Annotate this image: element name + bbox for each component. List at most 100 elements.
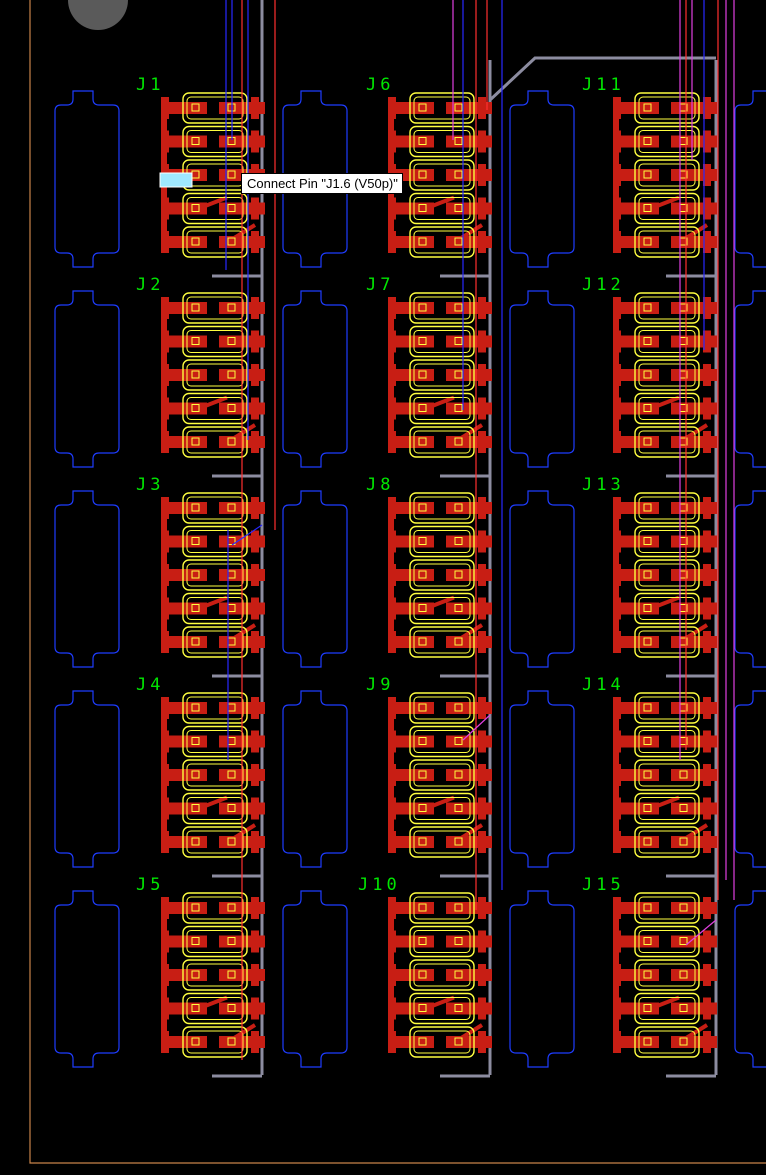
pin-marker — [418, 303, 427, 312]
pin-housing-outline — [634, 692, 700, 724]
pin-housing-inner — [186, 130, 244, 153]
pin-housing-outline — [409, 426, 475, 458]
copper-pad-tab — [478, 1031, 486, 1053]
pin-marker — [191, 237, 200, 246]
pin-marker — [679, 770, 688, 779]
pin-marker — [227, 903, 236, 912]
pin-housing-outline — [409, 892, 475, 924]
pin-housing-inner — [638, 530, 696, 553]
keepout-cutout — [509, 490, 575, 668]
copper-pad-tab — [478, 597, 486, 620]
copper-pad-tab — [703, 997, 711, 1020]
pin-housing-inner — [413, 363, 471, 387]
pin-housing-inner — [413, 130, 471, 153]
connector-silkscreen — [409, 92, 475, 258]
pin-marker — [454, 703, 463, 712]
power-bus-trace — [488, 56, 716, 102]
pin-housing-outline — [634, 125, 700, 158]
copper-pad-tab — [251, 330, 259, 353]
copper-pad-tab — [478, 631, 486, 653]
pin-marker — [418, 970, 427, 979]
keepout-cutout — [734, 90, 766, 268]
connector-ref-j14: J14 — [582, 675, 625, 695]
copper-trace — [613, 903, 619, 1047]
connector-silkscreen — [182, 492, 248, 658]
pin-housing-outline — [409, 759, 475, 791]
pin-marker — [454, 337, 463, 345]
pin-housing-outline — [634, 359, 700, 391]
pin-housing-inner — [413, 930, 471, 953]
pin-housing-outline — [634, 792, 700, 825]
pin-marker — [418, 537, 427, 545]
pin-marker — [679, 804, 688, 812]
pin-housing-outline — [182, 492, 248, 524]
pin-marker — [418, 937, 427, 945]
pin-marker — [643, 303, 652, 312]
pin-marker — [418, 604, 427, 612]
connector-ref-j12: J12 — [582, 275, 625, 295]
pin-marker — [191, 337, 200, 345]
connector-footprint — [388, 497, 492, 653]
pin-housing-outline — [409, 626, 475, 658]
pin-housing-inner — [413, 397, 471, 420]
copper-pad-tab — [251, 764, 259, 786]
pin-housing-inner — [638, 230, 696, 254]
copper-pad-tab — [251, 197, 259, 220]
pin-marker — [418, 770, 427, 779]
pin-housing-outline — [409, 959, 475, 991]
connector-footprint — [161, 497, 265, 653]
pin-marker — [643, 837, 652, 846]
copper-pad-tab — [478, 530, 486, 553]
copper-pad-tab — [703, 697, 711, 719]
pin-housing-outline — [182, 992, 248, 1025]
pin-housing-outline — [634, 925, 700, 958]
pin-marker — [191, 970, 200, 979]
copper-pad-tab — [703, 130, 711, 153]
pin-housing-inner — [186, 997, 244, 1020]
pin-housing-inner — [413, 797, 471, 820]
pin-marker — [643, 703, 652, 712]
pin-housing-outline — [182, 292, 248, 324]
connector-silkscreen — [409, 292, 475, 458]
copper-pad-tab — [478, 730, 486, 753]
keepout-cutout — [734, 690, 766, 868]
pin-housing-outline — [634, 1026, 700, 1058]
pin-housing-inner — [638, 163, 696, 187]
copper-pad-tab — [251, 797, 259, 820]
copper-trace — [642, 595, 680, 614]
connector-footprint — [613, 897, 717, 1053]
pin-housing-outline — [634, 226, 700, 258]
pin-housing-inner — [413, 296, 471, 320]
pin-marker — [454, 303, 463, 312]
pin-marker — [227, 237, 236, 246]
copper-pad-tab — [251, 631, 259, 653]
pin-housing-outline — [409, 92, 475, 124]
copper-pad-tab — [251, 964, 259, 986]
copper-pad-tab — [251, 564, 259, 586]
pin-housing-inner — [638, 896, 696, 920]
pin-housing-outline — [634, 192, 700, 225]
pin-housing-outline — [409, 1026, 475, 1058]
pin-marker — [418, 137, 427, 145]
pin-marker — [191, 903, 200, 912]
pin-marker — [227, 1037, 236, 1046]
pin-housing-inner — [413, 630, 471, 654]
pin-housing-inner — [413, 997, 471, 1020]
pin-marker — [191, 937, 200, 945]
copper-pad-tab — [251, 730, 259, 753]
pin-marker — [679, 937, 688, 945]
pin-housing-outline — [409, 359, 475, 391]
pin-housing-inner — [638, 330, 696, 353]
pin-housing-inner — [638, 630, 696, 654]
pin-marker — [418, 1004, 427, 1012]
pin-housing-outline — [634, 826, 700, 858]
pin-housing-inner — [638, 730, 696, 753]
copper-pad-tab — [478, 697, 486, 719]
pin-housing-outline — [634, 592, 700, 625]
connector-silkscreen — [182, 892, 248, 1058]
pin-marker — [454, 903, 463, 912]
copper-pad-tab — [703, 930, 711, 953]
pin-housing-inner — [186, 197, 244, 220]
pin-housing-inner — [186, 397, 244, 420]
